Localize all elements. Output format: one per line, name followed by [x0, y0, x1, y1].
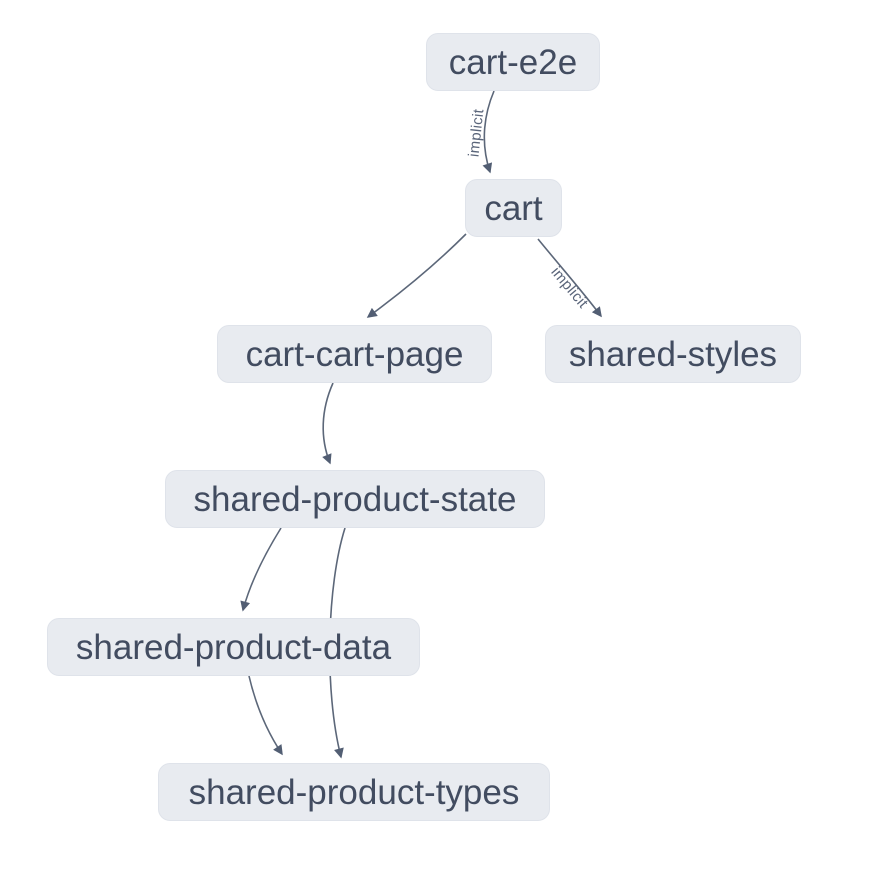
edge-cart-to-shared-styles: [537, 238, 602, 318]
edge-label-implicit: implicit: [547, 264, 591, 312]
edge-cart-cart-page-to-shared-product-state: [322, 382, 334, 465]
edge-cart-to-cart-cart-page: [366, 233, 467, 318]
node-label: shared-product-data: [75, 627, 392, 667]
node-label: shared-product-types: [188, 772, 520, 812]
graph-node-shared-product-types[interactable]: shared-product-types: [158, 763, 550, 821]
node-label: shared-product-state: [193, 479, 517, 519]
node-label: cart: [484, 188, 543, 228]
node-label: shared-styles: [568, 334, 778, 374]
edge-shared-product-state-to-shared-product-data: [240, 527, 282, 612]
node-label: cart-cart-page: [245, 334, 464, 374]
graph-node-cart[interactable]: cart: [465, 179, 562, 237]
graph-node-cart-cart-page[interactable]: cart-cart-page: [217, 325, 492, 383]
graph-node-shared-product-state[interactable]: shared-product-state: [165, 470, 545, 528]
graph-node-shared-styles[interactable]: shared-styles: [545, 325, 801, 383]
edge-cart-e2e-to-cart: [482, 90, 495, 174]
graph-node-cart-e2e[interactable]: cart-e2e: [426, 33, 600, 91]
node-label: cart-e2e: [448, 42, 578, 82]
edge-shared-product-data-to-shared-product-types: [248, 675, 283, 756]
graph-node-shared-product-data[interactable]: shared-product-data: [47, 618, 420, 676]
edge-label-implicit: implicit: [465, 108, 487, 158]
